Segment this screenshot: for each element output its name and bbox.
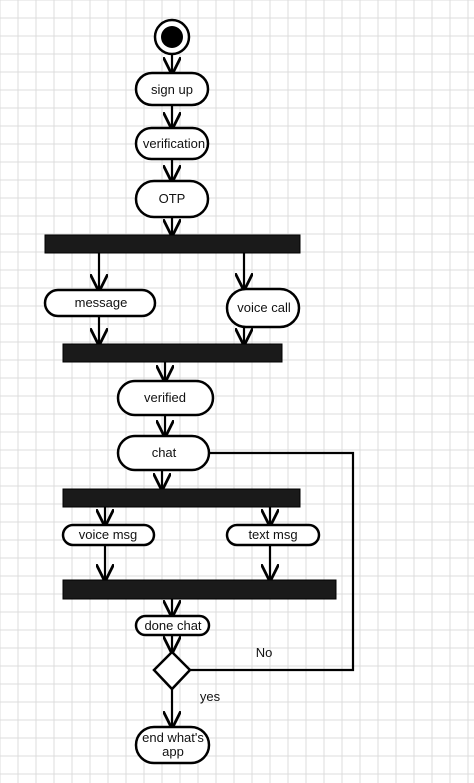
decision-diamond [152, 650, 192, 691]
node-sign-up-label: sign up [151, 82, 193, 97]
node-voice-msg-label: voice msg [79, 527, 138, 542]
node-sign-up: sign up [134, 71, 210, 107]
node-chat: chat [116, 434, 211, 472]
start-node [153, 18, 191, 56]
join-bar-1 [62, 343, 283, 363]
edge-label-yes: yes [200, 689, 221, 704]
node-done-chat-label: done chat [144, 618, 201, 633]
node-verified-label: verified [144, 390, 186, 405]
edges [99, 54, 355, 727]
fork-bar-1 [44, 234, 301, 254]
node-end: end what's app [134, 725, 211, 765]
join-bar-2 [62, 579, 337, 600]
fork-bar-2 [62, 488, 301, 508]
node-otp-label: OTP [159, 191, 186, 206]
node-otp: OTP [134, 179, 210, 219]
edge-label-no: No [256, 645, 273, 660]
node-verification: verification [134, 126, 210, 161]
edge-decision-no-loop [190, 451, 355, 672]
node-voice-call: voice call [225, 287, 301, 329]
node-chat-label: chat [152, 445, 177, 460]
node-verification-label: verification [143, 136, 205, 151]
node-end-label-line1: end what's [142, 730, 204, 745]
node-done-chat: done chat [134, 614, 211, 637]
node-voice-msg: voice msg [61, 523, 156, 547]
node-text-msg: text msg [225, 523, 321, 547]
node-text-msg-label: text msg [248, 527, 297, 542]
node-voice-call-label: voice call [237, 300, 291, 315]
node-message-label: message [75, 295, 128, 310]
node-message: message [43, 288, 157, 318]
node-end-label-line2: app [162, 744, 184, 759]
node-verified: verified [116, 379, 215, 417]
